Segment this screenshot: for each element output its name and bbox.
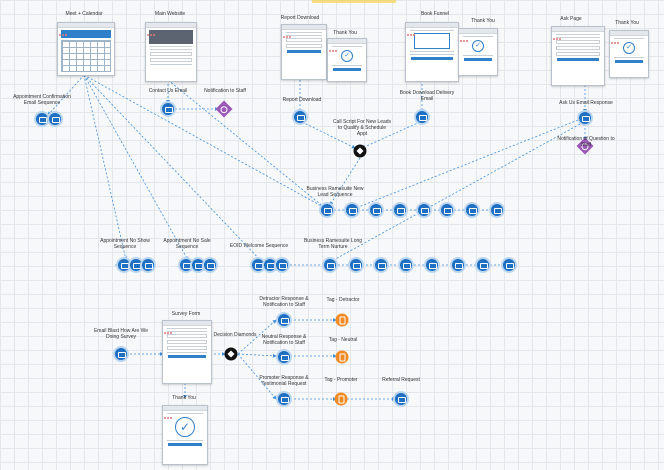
title-highlight: [312, 0, 396, 3]
appointment-no-sale-label: Appointment No Sale Sequence: [163, 238, 211, 250]
email-node[interactable]: [47, 111, 63, 127]
tag-icon[interactable]: [335, 313, 349, 327]
email-node[interactable]: [398, 257, 414, 273]
email-node[interactable]: [344, 202, 360, 218]
connector-line: [83, 74, 263, 263]
connector-line: [83, 74, 326, 209]
email-node[interactable]: [160, 101, 176, 117]
business-ramesuite-new-label: Business Ramesuite New Lead Sequence: [306, 186, 364, 198]
decision-diamond-icon[interactable]: [224, 347, 238, 361]
survey-form-label: Survey Form: [171, 311, 201, 317]
tag-detractor-label: Tag - Detractor: [326, 297, 360, 303]
report-download-email-label: Report Download: [282, 97, 322, 103]
contact-us-email-label: Contact Us Email: [148, 88, 188, 94]
eoid-welcome-label: EOID Welcome Sequence: [229, 243, 289, 249]
connector-line: [361, 121, 421, 149]
email-node[interactable]: [292, 109, 308, 125]
book-download-delivery-label: Book Download Delivery Email: [399, 90, 455, 102]
promoter-response-label: Promoter Response & Testimonial Request: [259, 375, 309, 387]
ask-thank-you-label: Thank You: [615, 20, 639, 26]
connector-line: [83, 74, 189, 261]
report-download-label: Report Download: [280, 15, 320, 21]
email-node[interactable]: [489, 202, 505, 218]
referral-request-label: Referral Request: [382, 377, 420, 383]
connector-line: [47, 74, 85, 116]
email-node[interactable]: [276, 349, 292, 365]
email-node[interactable]: [439, 202, 455, 218]
email-node[interactable]: [140, 257, 156, 273]
email-node[interactable]: [577, 110, 593, 126]
decision-diamonds-label: Decision Diamonds: [213, 332, 257, 338]
notification-question-label: Notification of Question to Staff: [557, 136, 615, 148]
appointment-no-show-label: Appointment No Show Sequence: [100, 238, 150, 250]
email-node[interactable]: [319, 202, 335, 218]
report-download-page[interactable]: [281, 24, 327, 80]
email-node[interactable]: [202, 257, 218, 273]
tag-icon[interactable]: [335, 350, 349, 364]
main-website-page[interactable]: [145, 22, 197, 82]
ask-page[interactable]: [551, 26, 605, 86]
email-node[interactable]: [464, 202, 480, 218]
survey-form-page[interactable]: [162, 320, 212, 384]
email-node[interactable]: [392, 202, 408, 218]
connector-line: [167, 79, 326, 209]
book-thank-you-label: Thank You: [471, 18, 495, 24]
connector-line: [237, 319, 277, 355]
connector-line: [329, 157, 361, 206]
email-node[interactable]: [322, 257, 338, 273]
connector-line: [237, 353, 277, 358]
ask-page-label: Ask Page: [560, 16, 582, 22]
call-script-label: Call Script For New Leads to Qualify & S…: [332, 119, 392, 137]
email-node[interactable]: [274, 257, 290, 273]
appointment-confirmation-label: Appointment Confirmation Email Sequence: [13, 94, 71, 106]
email-node[interactable]: [475, 257, 491, 273]
tag-icon[interactable]: [334, 392, 348, 406]
email-node[interactable]: [424, 257, 440, 273]
email-blast-label: Email Blast How Are We Doing Survey: [93, 328, 149, 340]
email-node[interactable]: [348, 257, 364, 273]
email-node[interactable]: [368, 202, 384, 218]
connector-line: [329, 123, 581, 263]
connector-line: [237, 353, 277, 400]
report-thank-you-label: Thank You: [333, 30, 357, 36]
ask-thank-you-page[interactable]: ✓: [609, 30, 649, 78]
survey-thank-you-label: Thank You: [172, 395, 196, 401]
neutral-response-label: Neutral Response & Notification to Staff: [261, 334, 307, 346]
report-thank-you-page[interactable]: ✓: [327, 38, 367, 82]
business-ramesuite-long-label: Business Ramesuite Long Term Nurture: [303, 238, 363, 250]
email-node[interactable]: [113, 346, 129, 362]
email-node[interactable]: [393, 391, 409, 407]
email-node[interactable]: [416, 202, 432, 218]
email-node[interactable]: [373, 257, 389, 273]
email-node[interactable]: [414, 109, 430, 125]
ask-us-email-response-label: Ask Us Email Response: [559, 100, 613, 106]
tag-promoter-label: Tag - Promoter: [324, 377, 358, 383]
main-website-label: Main Website: [154, 11, 186, 17]
survey-thank-you-page[interactable]: ✓: [162, 405, 208, 465]
email-node[interactable]: [276, 391, 292, 407]
book-funnel-label: Book Funnel: [420, 11, 450, 17]
meet-calendar-label: Meet + Calendar: [65, 11, 103, 17]
tag-neutral-label: Tag - Neutral: [328, 337, 358, 343]
book-thank-you-page[interactable]: ✓: [458, 28, 498, 76]
book-funnel-page[interactable]: [405, 22, 459, 82]
email-node[interactable]: [501, 257, 517, 273]
detractor-response-label: Detractor Response & Notification to Sta…: [259, 296, 309, 308]
decision-diamond-icon[interactable]: [353, 144, 367, 158]
notification-to-staff-label: Notification to Staff: [204, 88, 246, 94]
email-node[interactable]: [276, 312, 292, 328]
meet-calendar-page[interactable]: [57, 22, 115, 76]
connector-line: [301, 121, 356, 149]
email-node[interactable]: [450, 257, 466, 273]
connector-line: [83, 74, 128, 261]
